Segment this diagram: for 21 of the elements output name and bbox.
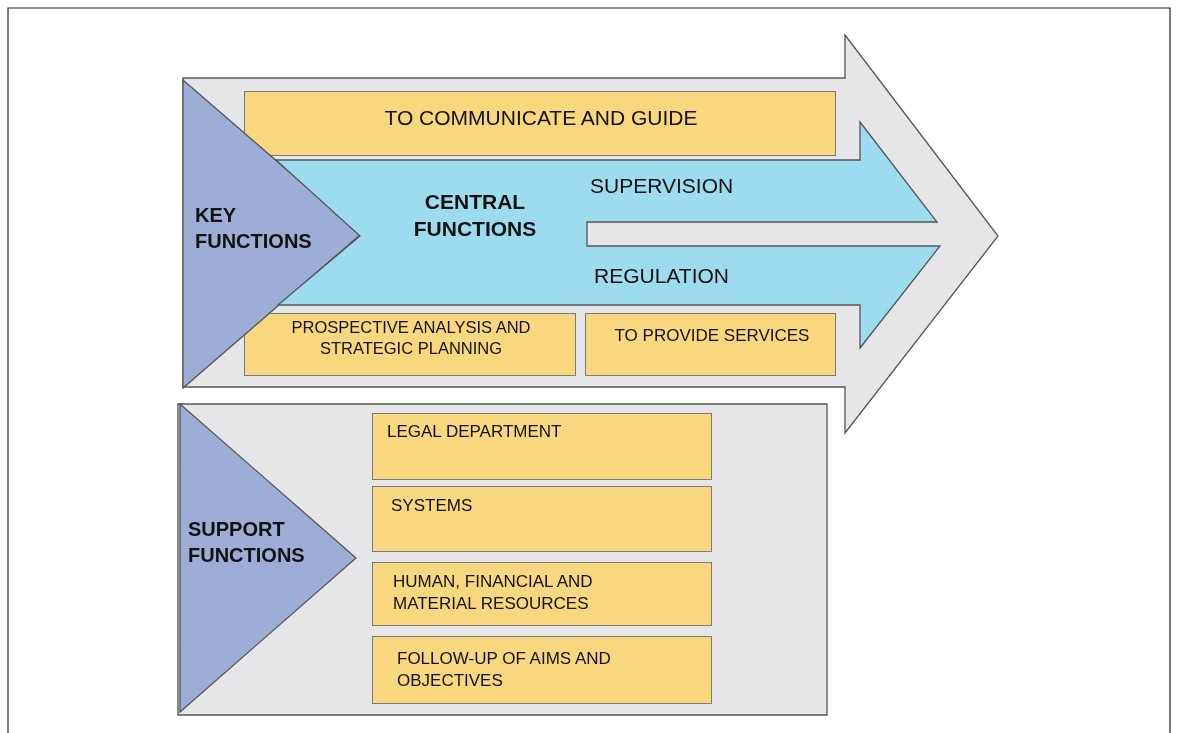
function-box xyxy=(244,313,576,376)
function-box xyxy=(244,91,836,156)
function-box xyxy=(585,313,836,376)
function-label: LEGAL DEPARTMENT xyxy=(387,421,563,443)
function-label: TO PROVIDE SERVICES xyxy=(613,325,811,347)
function-box xyxy=(372,562,712,626)
panel-background xyxy=(178,404,827,715)
function-label: PROSPECTIVE ANALYSIS AND STRATEGIC PLANNING xyxy=(290,317,532,360)
function-label: CENTRAL FUNCTIONS xyxy=(412,189,538,243)
function-label: REGULATION xyxy=(594,263,730,289)
function-label: FOLLOW-UP OF AIMS AND OBJECTIVES xyxy=(397,648,612,693)
function-box xyxy=(372,636,712,704)
group-heading: SUPPORT FUNCTIONS xyxy=(188,517,306,568)
function-box xyxy=(372,486,712,552)
triangle-shape xyxy=(180,404,356,712)
group-heading: KEY FUNCTIONS xyxy=(195,203,313,254)
function-box xyxy=(372,413,712,480)
function-label: SYSTEMS xyxy=(391,495,474,517)
function-label: TO COMMUNICATE AND GUIDE xyxy=(383,105,699,131)
function-label: SUPERVISION xyxy=(590,173,735,199)
function-label: HUMAN, FINANCIAL AND MATERIAL RESOURCES xyxy=(393,571,594,616)
